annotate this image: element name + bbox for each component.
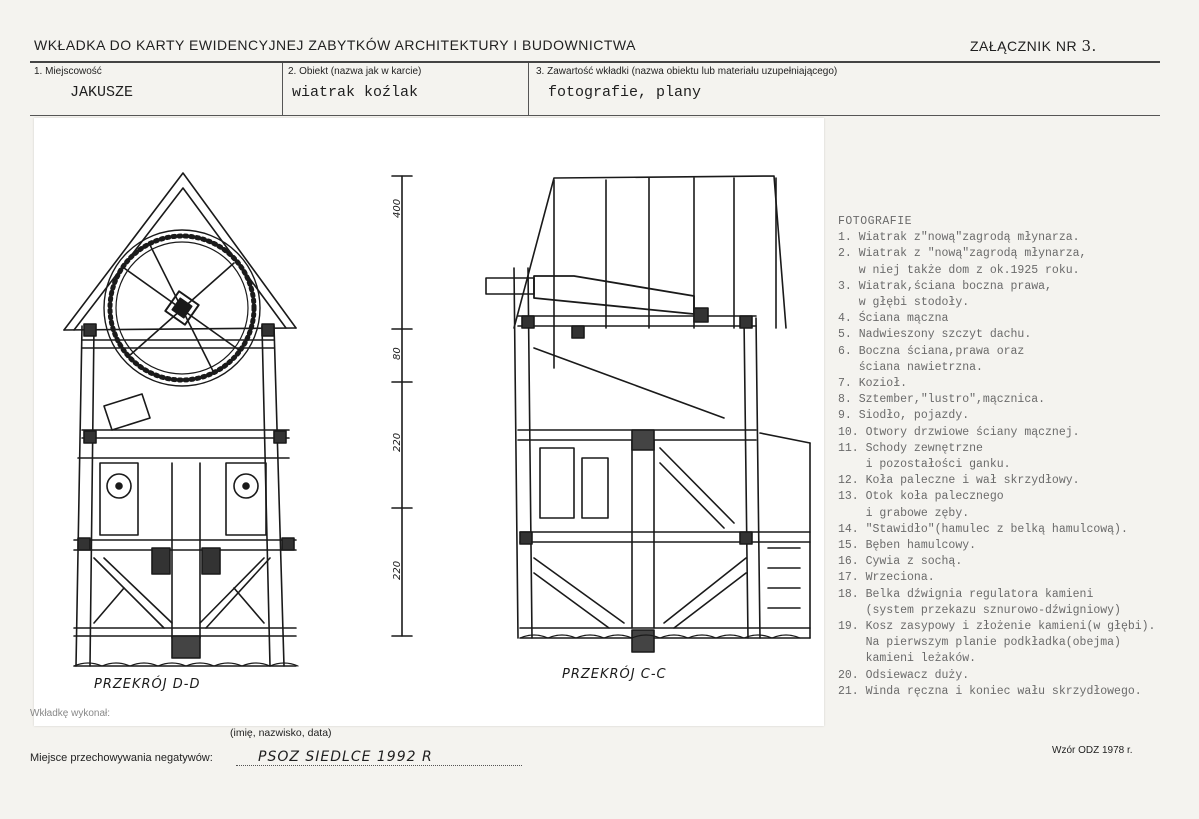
photo-list-item: 18. Belka dźwignia regulatora kamieni: [838, 587, 1094, 601]
photo-list-item: 19. Kosz zasypowy i złożenie kamieni(w g…: [838, 620, 1156, 634]
photo-list-title: FOTOGRAFIE: [838, 215, 913, 228]
section-c-c-caption: PRZEKRÓJ C-C: [562, 666, 667, 682]
contents-value: fotografie, plany: [548, 84, 702, 101]
object-value: wiatrak koźlak: [292, 84, 419, 101]
photo-list-item: Na pierwszym planie podkładka(obejma): [838, 636, 1121, 650]
section-d-d-caption: PRZEKRÓJ D-D: [94, 676, 200, 692]
photo-list-item: 13. Otok koła palecznego: [838, 490, 1004, 504]
photo-list-item: 6. Boczna ściana,prawa oraz: [838, 344, 1025, 358]
photo-list-item: 15. Bęben hamulcowy.: [838, 539, 977, 553]
contents-label: 3. Zawartość wkładki (nazwa obiektu lub …: [536, 66, 838, 77]
photo-list-item: ściana nawietrzna.: [838, 360, 983, 374]
photo-list-item: 16. Cywia z sochą.: [838, 555, 963, 569]
annex-number: 3.: [1081, 37, 1097, 55]
photo-list-item: (system przekazu sznurowo-dźwigniowy): [838, 603, 1121, 617]
photo-list-item: 21. Winda ręczna i koniec wału skrzydłow…: [838, 684, 1142, 698]
photo-list-item: 12. Koła paleczne i wał skrzydłowy.: [838, 474, 1080, 488]
scale-label: 80: [392, 347, 403, 360]
photo-list-item: i grabowe zęby.: [838, 506, 970, 520]
photo-list-item: 17. Wrzeciona.: [838, 571, 935, 585]
photo-list-item: w głębi stodoły.: [838, 296, 970, 310]
compiled-by-label: Wkładkę wykonał:: [30, 708, 111, 719]
negatives-value: PSOZ SIEDLCE 1992 R: [236, 749, 522, 766]
fields-rule: [30, 115, 1160, 116]
scale-label: 220: [392, 433, 403, 452]
field-divider: [528, 63, 529, 115]
annex-label: ZAŁĄCZNIK NR: [970, 38, 1078, 54]
photo-list-item: 10. Otwory drzwiowe ściany mącznej.: [838, 425, 1080, 439]
field-divider: [282, 63, 283, 115]
photo-list-item: w niej także dom z ok.1925 roku.: [838, 263, 1080, 277]
locality-value: JAKUSZE: [70, 84, 134, 101]
windmill-section-drawing: PRZEKRÓJ D-D PRZEKRÓJ C-C 400 80 220 220: [63, 172, 811, 692]
scale-label: 220: [392, 561, 403, 580]
photo-list-item: 3. Wiatrak,ściana boczna prawa,: [838, 279, 1052, 293]
photo-list-item: 1. Wiatrak z"nową"zagrodą młynarza.: [838, 231, 1080, 245]
photo-list-item: 5. Nadwieszony szczyt dachu.: [838, 328, 1032, 342]
section-drawing-sheet: PRZEKRÓJ D-D PRZEKRÓJ C-C 400 80 220 220: [34, 118, 824, 726]
locality-label: 1. Miejscowość: [34, 66, 102, 77]
form-title: WKŁADKA DO KARTY EWIDENCYJNEJ ZABYTKÓW A…: [34, 37, 636, 53]
photo-list: FOTOGRAFIE 1. Wiatrak z"nową"zagrodą mły…: [838, 214, 1155, 700]
section-c-c-drawing: [485, 175, 811, 653]
photo-list-item: 9. Siodło, pojazdy.: [838, 409, 970, 423]
photo-list-item: 8. Sztember,"lustro",mącznica.: [838, 393, 1046, 407]
form-code: Wzór ODZ 1978 r.: [1052, 745, 1133, 756]
height-scale: [391, 175, 413, 637]
photo-list-item: i pozostałości ganku.: [838, 458, 1011, 472]
negatives-label: Miejsce przechowywania negatywów:: [30, 752, 213, 764]
photo-list-item: 7. Kozioł.: [838, 377, 908, 391]
photo-list-item: 4. Ściana mączna: [838, 312, 949, 326]
photo-list-item: 20. Odsiewacz duży.: [838, 668, 970, 682]
photo-list-item: 2. Wiatrak z "nową"zagrodą młynarza,: [838, 247, 1087, 261]
photo-items: 1. Wiatrak z"nową"zagrodą młynarza. 2. Wi…: [838, 230, 1155, 700]
photo-list-item: 11. Schody zewnętrzne: [838, 441, 983, 455]
object-label: 2. Obiekt (nazwa jak w karcie): [288, 66, 422, 77]
annex-heading: ZAŁĄCZNIK NR 3.: [970, 37, 1097, 55]
header-rule: [30, 61, 1160, 63]
section-d-d-drawing: [63, 172, 299, 667]
name-date-note: (imię, nazwisko, data): [230, 727, 332, 739]
scale-label: 400: [392, 199, 403, 218]
photo-list-item: kamieni leżaków.: [838, 652, 977, 666]
photo-list-item: 14. "Stawidło"(hamulec z belką hamulcową…: [838, 522, 1128, 536]
